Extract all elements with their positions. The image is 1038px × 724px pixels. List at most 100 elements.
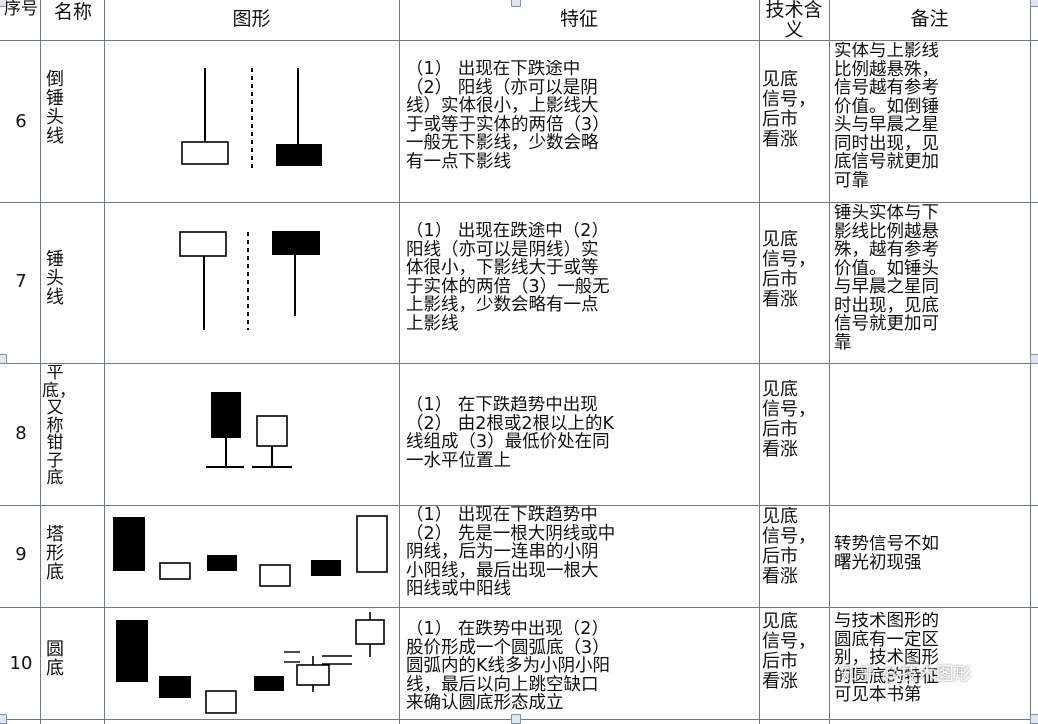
note-line: 同时出现，见 [834,133,939,154]
header-feature: 特征 [559,9,598,30]
feature-line: 线）实体很小，上影线大 [406,96,599,116]
note-line: 头与早晨之星 [834,115,939,135]
meaning-line: 信号， [762,526,816,547]
feature-line: 上影线 [406,313,459,334]
feature-line: 于或等于实体的两倍（3） [406,114,610,135]
meaning-line: 见底 [762,612,798,632]
note-line: 信号越有参考 [834,78,939,98]
row-feature: （1） 出现在下跌途中 （2） 阳线（亦可以是阴 线）实体很小，上影线大 于或等… [402,60,758,200]
resize-handle[interactable] [0,354,7,364]
yang-candle [159,562,191,580]
feature-line: 于实体的两倍（3）一般无 [406,276,610,297]
note-line: 别，技术图形 [834,648,939,668]
feature-line: 小阳线，最后出现一根大 [406,560,599,581]
row-feature: （1） 出现在下跌趋势中 （2） 先是一根大阴线或中 阴线，后为一连串的小阴 小… [402,506,758,606]
grid-line [0,40,1038,41]
note-line: 的圆底的特征 [834,666,939,687]
row-meaning: 见底 信号， 后市 看涨 [762,380,828,500]
meaning-line: 后市 [762,269,798,290]
row-name: 倒锤头线 [46,70,64,147]
yang-candle [355,619,385,645]
row-note: 与技术图形的 圆底有一定区 别，技术图形 的圆底的特征 可见本书第 [832,612,1028,718]
header-meaning: 技术含义 [765,0,823,40]
meaning-line: 后市 [762,109,798,130]
feature-line: 一般无下影线，少数会略 [406,133,599,153]
note-line: 可靠 [834,170,869,191]
feature-line: 圆弧内的K线多为小阴小阳 [406,656,610,676]
row-num: 8 [15,424,27,444]
meaning-line: 看涨 [762,439,798,460]
row-feature: （1） 在跌势中出现（2） 股价形成一个圆弧底（3） 圆弧内的K线多为小阴小阳 … [402,620,758,720]
yin-candle [272,231,320,255]
row-note: 锤头实体与下 影线比例越悬 殊，越有参考 价值。如锤头 与早晨之星同 时出现，见… [832,204,1028,362]
yang-candle [179,231,227,257]
row-feature: （1） 在下跌趋势中出现 （2） 由2根或2根以上的K 线组成（3）最低价处在同… [402,396,758,496]
row-num: 6 [15,112,27,132]
feature-line: 股价形成一个圆弧底（3） [406,637,610,658]
note-line: 与技术图形的 [834,612,939,631]
feature-line: （1） 出现在下跌途中 [406,60,581,79]
resize-handle[interactable] [1030,354,1038,364]
feature-line: 一水平位置上 [406,450,511,471]
header-name: 名称 [53,2,92,23]
header-figure: 图形 [232,9,271,30]
row-name: 平底，又称钳子底 [42,365,68,488]
grid-line [40,0,41,724]
meaning-line: 信号， [762,249,816,270]
meaning-line: 见底 [762,230,798,250]
yin-candle [254,676,284,691]
yin-candle [311,560,341,576]
yang-candle [296,664,330,686]
note-line: 价值。如倒锤 [834,96,939,117]
header-num: 序号 [4,0,38,19]
tower-bottom-figure [113,515,388,587]
grid-line [104,0,105,724]
feature-line: （1） 在跌势中出现（2） [406,620,609,639]
yang-candle [181,141,229,165]
feature-line: （1） 出现在跌途中（2） [406,222,609,241]
feature-line: 上影线，少数会略有一点 [406,295,599,315]
note-line: 锤头实体与下 [834,204,939,223]
yang-candle [256,415,288,447]
meaning-line: 看涨 [762,566,798,587]
note-line: 实体与上影线 [834,42,939,61]
feature-line: 有一点下影线 [406,151,511,172]
grid-line [0,363,1038,364]
inverted-hammer-figure [181,68,322,168]
meaning-line: 见底 [762,507,798,527]
meaning-line: 信号， [762,399,816,420]
note-line: 曙光初现强 [834,552,922,573]
feature-line: （2） 先是一根大阴线或中 [406,523,616,544]
row-meaning: 见底 信号， 后市 看涨 [762,507,828,607]
round-bottom-figure [116,612,385,714]
flat-bottom-figure [206,392,292,468]
grid-line [759,0,760,724]
yang-candle [205,690,237,714]
row-meaning: 见底 信号， 后市 看涨 [762,230,828,350]
feature-line: （1） 出现在下跌趋势中 [406,506,598,525]
row-name: 锤头线 [46,250,64,308]
note-line: 比例越悬殊， [834,59,939,80]
grid-line [829,0,830,724]
resize-handle[interactable] [0,0,7,7]
note-line: 转势信号不如 [834,535,939,554]
row-name: 塔形底 [46,525,64,583]
resize-handle[interactable] [511,0,521,7]
note-line: 可见本书第 [834,685,922,705]
yin-candle [113,517,145,571]
header-note: 备注 [910,9,949,30]
watermark: 知乎 @技术图形 [840,664,972,685]
feature-line: （2） 由2根或2根以上的K [406,413,614,434]
note-line: 靠 [834,332,852,353]
resize-handle[interactable] [1030,0,1038,7]
row-meaning: 见底 信号， 后市 看涨 [762,70,828,190]
hammer-figure [179,231,320,330]
yin-candle [211,392,241,438]
note-line: 影线比例越悬 [834,221,939,242]
feature-line: 阳线（亦可以是阴线）实 [406,239,599,260]
meaning-line: 信号， [762,89,816,110]
note-line: 时出现，见底 [834,295,939,316]
meaning-line: 见底 [762,70,798,90]
